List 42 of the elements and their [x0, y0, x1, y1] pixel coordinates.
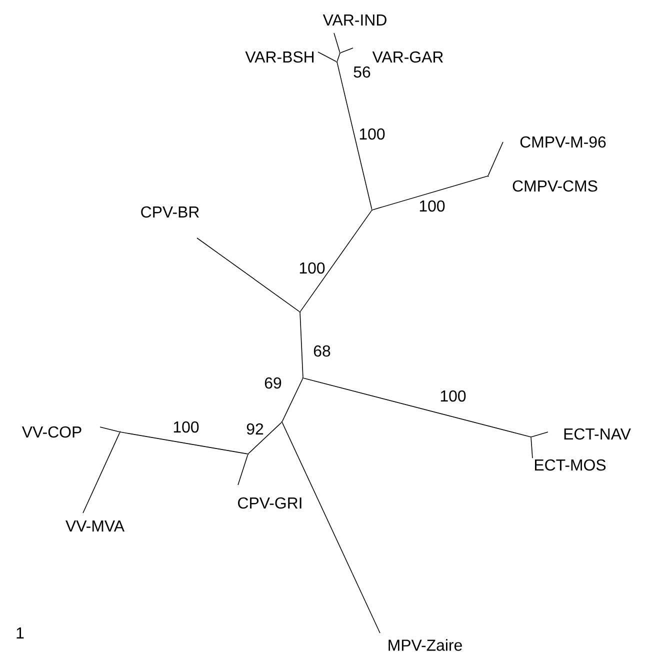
tree-branch: [282, 422, 380, 634]
tree-branch: [82, 432, 120, 514]
tree-branch: [488, 142, 504, 176]
taxon-label: VAR-GAR: [372, 51, 443, 63]
bootstrap-value: 100: [300, 262, 325, 274]
tree-branch: [318, 52, 337, 62]
tree-branch: [334, 32, 340, 52]
taxon-label: ECT-MOS: [535, 459, 606, 471]
tree-branch: [340, 48, 354, 54]
taxon-label: CPV-BR: [141, 206, 199, 218]
tree-branch: [282, 378, 303, 422]
taxon-label: VV-COP: [22, 426, 82, 438]
tree-branch: [372, 176, 488, 210]
taxon-label: CMPV-CMS: [512, 180, 598, 192]
taxon-label: MPV-Zaire: [388, 639, 462, 651]
bootstrap-value: 68: [314, 345, 330, 357]
tree-branch: [248, 422, 282, 454]
bootstrap-value: 56: [354, 66, 370, 78]
bootstrap-value: 69: [264, 377, 282, 389]
tree-branch: [532, 432, 548, 438]
taxon-label: CMPV-M-96: [520, 136, 606, 148]
bootstrap-value: 100: [440, 390, 466, 402]
tree-branch: [196, 238, 300, 312]
tree-branch: [100, 426, 120, 432]
figure-number: 1: [16, 628, 24, 638]
bootstrap-value: 100: [420, 200, 445, 212]
tree-branch: [304, 378, 530, 438]
tree-branch: [238, 454, 248, 486]
taxon-label: VAR-IND: [322, 14, 386, 26]
bootstrap-value: 92: [246, 423, 264, 435]
tree-branch: [120, 432, 248, 454]
taxon-label: VV-MVA: [66, 520, 124, 532]
tree-branch: [300, 312, 304, 378]
taxon-label: ECT-NAV: [564, 428, 631, 440]
tree-branch: [336, 62, 372, 210]
tree-branch: [336, 54, 340, 62]
taxon-label: VAR-BSH: [245, 51, 314, 63]
tree-branch: [300, 210, 372, 312]
bootstrap-value: 100: [360, 128, 385, 140]
taxon-label: CPV-GRI: [238, 497, 302, 509]
tree-branch: [530, 438, 533, 459]
bootstrap-value: 100: [174, 421, 199, 433]
